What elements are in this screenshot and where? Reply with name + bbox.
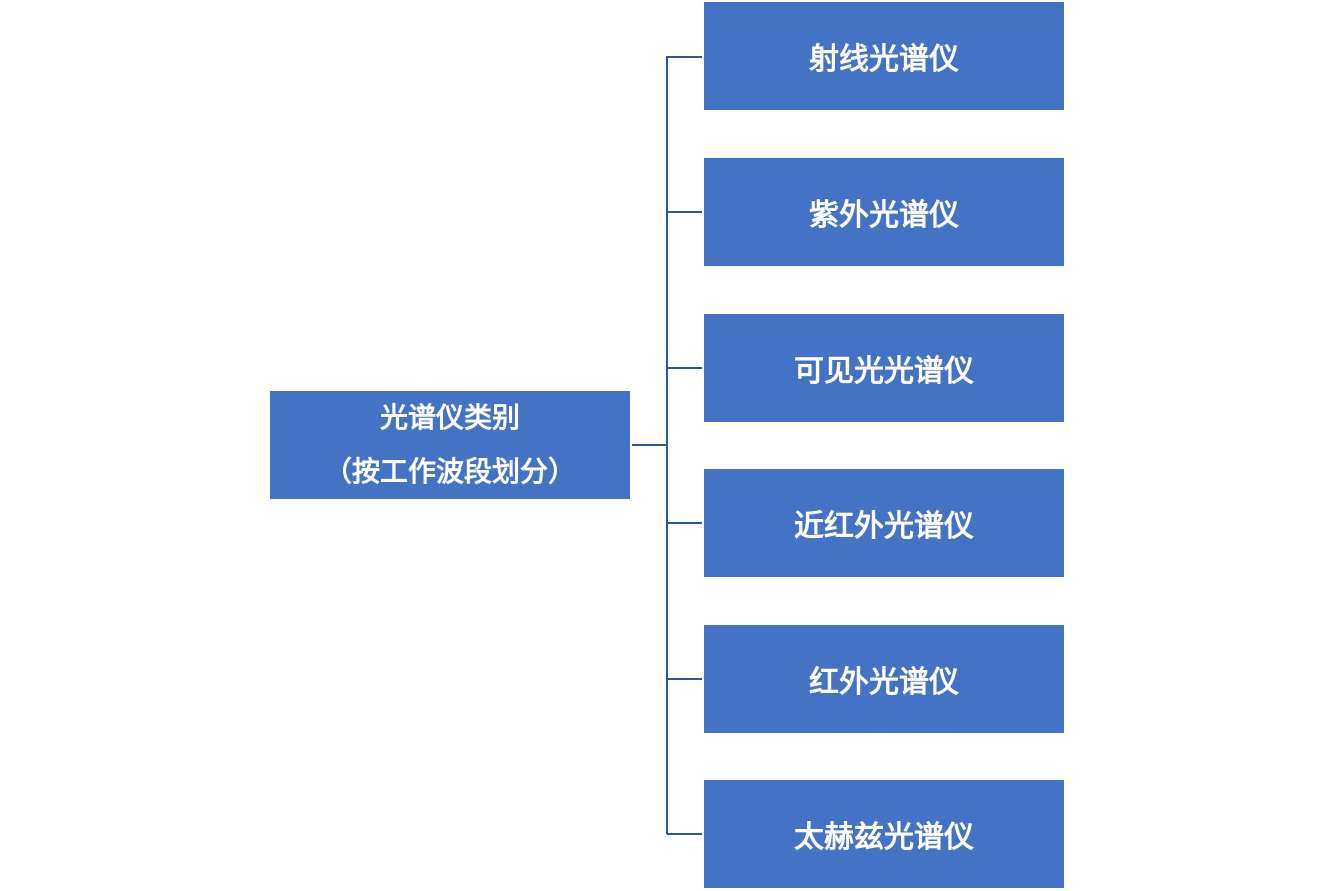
child-node-uv: 紫外光谱仪 xyxy=(704,158,1064,266)
node-label: 可见光光谱仪 xyxy=(794,354,974,389)
root-title: 光谱仪类别 xyxy=(379,401,520,434)
node-label: 射线光谱仪 xyxy=(809,42,959,77)
child-node-visible: 可见光光谱仪 xyxy=(704,314,1064,422)
child-node-ir: 红外光谱仪 xyxy=(704,625,1064,733)
node-label: 近红外光谱仪 xyxy=(794,509,974,544)
root-node: 光谱仪类别 （按工作波段划分） xyxy=(270,391,630,499)
root-subtitle: （按工作波段划分） xyxy=(323,455,576,488)
child-node-ray: 射线光谱仪 xyxy=(704,2,1064,110)
child-node-thz: 太赫兹光谱仪 xyxy=(704,780,1064,888)
node-label: 红外光谱仪 xyxy=(809,665,959,700)
child-node-nir: 近红外光谱仪 xyxy=(704,469,1064,577)
node-label: 紫外光谱仪 xyxy=(809,198,959,233)
node-label: 太赫兹光谱仪 xyxy=(794,820,974,855)
